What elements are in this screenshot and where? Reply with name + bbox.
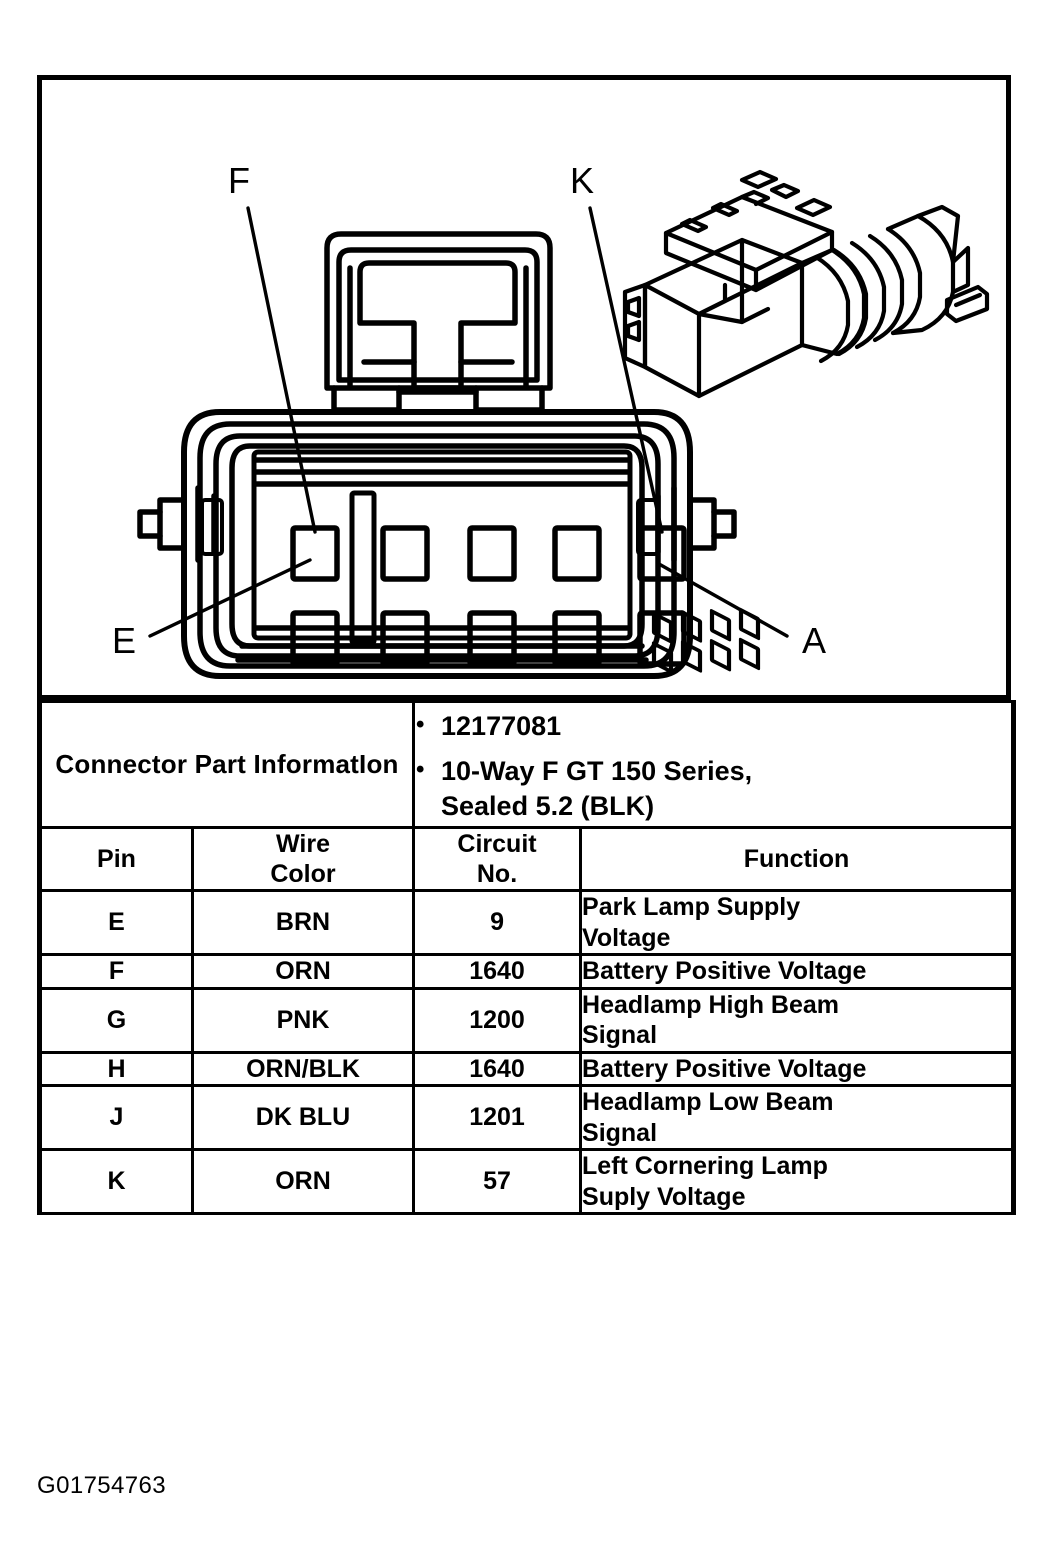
cell-function: Left Cornering Lamp Suply Voltage <box>579 1148 1017 1216</box>
leader-E <box>148 558 312 638</box>
table-row: E BRN 9 Park Lamp Supply Voltage <box>37 889 1017 957</box>
callout-label-A: A <box>802 620 826 661</box>
cpi-list: • 12177081 • 10-Way F GT 150 Series, Sea… <box>415 709 1011 824</box>
header-circuit-no-line2: No. <box>476 860 518 889</box>
cavity-top-1 <box>290 525 340 582</box>
cpi-description-line2: Sealed 5.2 (BLK) <box>441 791 655 822</box>
cell-circuit-no: 1640 <box>412 1050 583 1088</box>
cavity-bot-5 <box>637 610 687 667</box>
cavity-bot-2 <box>380 610 430 667</box>
cpi-description-line1: 10-Way F GT 150 Series, <box>441 756 753 787</box>
connector-part-info-row: Connector Part InformatIon • 12177081 • … <box>36 699 1017 830</box>
shell-outer <box>181 409 693 679</box>
cell-wire-color: ORN <box>190 1148 416 1216</box>
cell-function: Battery Positive Voltage <box>579 1050 1017 1088</box>
table-row: K ORN 57 Left Cornering Lamp Suply Volta… <box>37 1148 1017 1216</box>
table-row: G PNK 1200 Headlamp High Beam Signal <box>37 986 1017 1054</box>
header-wire-color: Wire Color <box>190 826 416 893</box>
table-row: F ORN 1640 Battery Positive Voltage <box>37 953 1017 990</box>
cavity-bot-1 <box>290 610 340 667</box>
cell-wire-color: DK BLU <box>190 1084 416 1152</box>
cell-wire-color: ORN <box>190 953 416 990</box>
callout-labels: F K E A <box>112 160 826 661</box>
header-function: Function <box>579 826 1017 893</box>
cell-function-line1: Headlamp Low Beam <box>582 1088 834 1117</box>
leader-F <box>246 206 317 534</box>
latch-outer <box>324 231 553 391</box>
table-row: H ORN/BLK 1640 Battery Positive Voltage <box>37 1050 1017 1088</box>
cpi-part-number: 12177081 <box>441 711 562 741</box>
cell-circuit-no: 9 <box>412 889 583 957</box>
cell-function: Battery Positive Voltage <box>579 953 1017 990</box>
header-wire-color-line2: Color <box>270 860 336 889</box>
cavity-bot-3 <box>467 610 517 667</box>
cell-function: Park Lamp Supply Voltage <box>579 889 1017 957</box>
cell-pin: E <box>37 889 194 957</box>
cavity-plate <box>251 449 633 641</box>
cell-pin: K <box>37 1148 194 1216</box>
cpi-list-item-part-number: • 12177081 <box>416 709 1011 744</box>
side-ear-right <box>687 497 717 551</box>
connector-diagram-panel: F K E A <box>37 75 1011 700</box>
cell-pin: G <box>37 986 194 1054</box>
cell-wire-color: ORN/BLK <box>190 1050 416 1088</box>
header-wire-color-line1: Wire <box>276 830 330 859</box>
callout-leaders <box>148 206 789 638</box>
cpi-label-line2: InformatIon <box>253 748 399 779</box>
cell-circuit-no: 57 <box>412 1148 583 1216</box>
latch-inner <box>336 247 540 383</box>
bullet-icon: • <box>416 711 425 738</box>
connector-spec-table: Connector Part InformatIon • 12177081 • … <box>36 699 1017 1216</box>
cavity-bot-4 <box>552 610 602 667</box>
callout-label-F: F <box>228 160 250 201</box>
cell-circuit-no: 1200 <box>412 986 583 1054</box>
cell-wire-color: BRN <box>190 889 416 957</box>
latch-window <box>357 260 518 391</box>
shell-ring-3 <box>213 433 661 659</box>
connector-isometric-view <box>622 169 990 674</box>
cell-function-line2: Suply Voltage <box>582 1182 746 1211</box>
leader-K <box>588 206 664 534</box>
cell-circuit-no: 1201 <box>412 1084 583 1152</box>
cell-wire-color: PNK <box>190 986 416 1054</box>
cell-circuit-no: 1640 <box>412 953 583 990</box>
connector-front-view <box>137 231 737 679</box>
header-pin: Pin <box>37 826 194 893</box>
figure-id-caption: G01754763 <box>37 1472 167 1499</box>
connector-diagram: F K E A <box>112 160 990 679</box>
cavity-top-2 <box>380 525 430 582</box>
callout-label-K: K <box>570 160 594 201</box>
header-circuit-no-line1: Circuit <box>457 830 537 859</box>
cpi-label-line1: Connector Part <box>55 748 246 779</box>
callout-label-E: E <box>112 620 136 661</box>
cell-function: Headlamp High Beam Signal <box>579 986 1017 1054</box>
cell-function: Headlamp Low Beam Signal <box>579 1084 1017 1152</box>
cpi-list-item-description: • 10-Way F GT 150 Series, Sealed 5.2 (BL… <box>416 754 1011 824</box>
cell-function-line1: Park Lamp Supply <box>582 893 801 922</box>
cell-pin: F <box>37 953 194 990</box>
cell-pin: H <box>37 1050 194 1088</box>
cell-function-line2: Signal <box>582 1021 658 1050</box>
cell-function-line1: Left Cornering Lamp <box>582 1152 828 1181</box>
bullet-icon: • <box>416 756 425 784</box>
cavity-top-4 <box>552 525 602 582</box>
cell-function-line2: Voltage <box>582 923 671 952</box>
cell-pin: J <box>37 1084 194 1152</box>
connector-part-info-values: • 12177081 • 10-Way F GT 150 Series, Sea… <box>412 699 1017 830</box>
connector-part-info-label: Connector Part InformatIon <box>36 699 416 830</box>
leader-A <box>657 562 789 638</box>
cavity-top-3 <box>467 525 517 582</box>
cell-function-line1: Headlamp High Beam <box>582 990 840 1019</box>
side-ear-left <box>157 497 187 551</box>
header-circuit-no: Circuit No. <box>412 826 583 893</box>
table-header-row: Pin Wire Color Circuit No. Function <box>37 826 1017 893</box>
table-row: J DK BLU 1201 Headlamp Low Beam Signal <box>37 1084 1017 1152</box>
cell-function-line2: Signal <box>582 1118 658 1147</box>
keying-rib <box>349 490 377 646</box>
